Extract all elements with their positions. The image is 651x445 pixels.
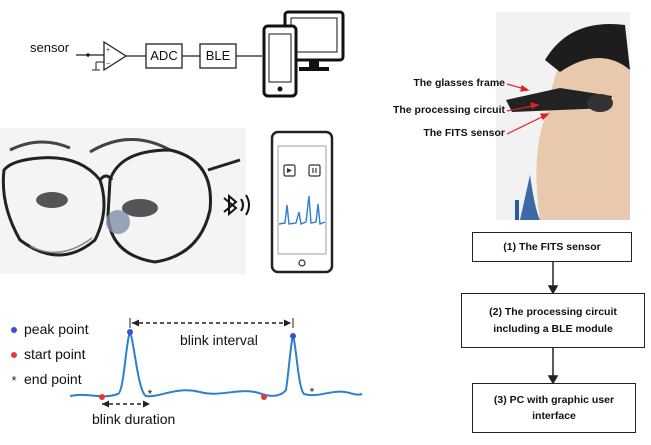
svg-text:−: − bbox=[106, 61, 110, 68]
callout-arrows bbox=[506, 83, 550, 135]
flowchart-step-1-text: (1) The FITS sensor bbox=[503, 240, 601, 253]
flowchart-step-3: (3) PC with graphic user interface bbox=[472, 383, 636, 433]
callout-processing-circuit: The processing circuit bbox=[392, 104, 505, 116]
adc-label: ADC bbox=[150, 48, 178, 63]
flowchart-step-3-line2: interface bbox=[532, 410, 576, 422]
phone-and-monitor-icon bbox=[262, 10, 345, 98]
adc-box bbox=[145, 43, 183, 69]
flowchart-arrows bbox=[547, 262, 559, 385]
svg-text:+: + bbox=[106, 47, 110, 54]
legend-start-label: start point bbox=[24, 346, 86, 362]
end-marker: * bbox=[148, 387, 153, 401]
peak-marker bbox=[127, 329, 133, 335]
smartphone-app-icon bbox=[270, 130, 334, 274]
end-marker: * bbox=[310, 385, 315, 399]
blink-signal-plot: * * * bbox=[11, 318, 363, 408]
start-marker bbox=[99, 394, 105, 400]
flowchart-step-3-line1: (3) PC with graphic user bbox=[493, 393, 615, 406]
legend-peak-marker bbox=[11, 327, 17, 333]
peak-marker bbox=[290, 333, 296, 339]
flowchart-step-2-line1: (2) The processing circuit bbox=[489, 306, 617, 319]
start-marker bbox=[261, 394, 267, 400]
signal-trace bbox=[69, 329, 363, 398]
legend-end-marker: * bbox=[11, 373, 16, 388]
bluetooth-icon bbox=[223, 193, 250, 217]
ble-label: BLE bbox=[205, 48, 231, 63]
callout-fits-sensor: The FITS sensor bbox=[423, 127, 505, 139]
amplifier-icon: + − bbox=[92, 40, 128, 72]
legend-peak-label: peak point bbox=[24, 321, 89, 337]
flowchart-step-2-line2: including a BLE module bbox=[493, 322, 613, 335]
legend-end-label: end point bbox=[24, 371, 82, 387]
callout-glasses-frame: The glasses frame bbox=[413, 77, 505, 89]
glasses-sketch-image bbox=[0, 128, 246, 274]
legend-start-marker bbox=[11, 352, 17, 358]
flowchart-step-2: (2) The processing circuit including a B… bbox=[461, 293, 645, 348]
sensor-label: sensor bbox=[30, 40, 70, 55]
blink-interval-label: blink interval bbox=[180, 332, 258, 348]
blink-duration-label: blink duration bbox=[92, 411, 176, 427]
flowchart-step-1: (1) The FITS sensor bbox=[472, 232, 632, 262]
wearer-photo bbox=[496, 12, 630, 220]
